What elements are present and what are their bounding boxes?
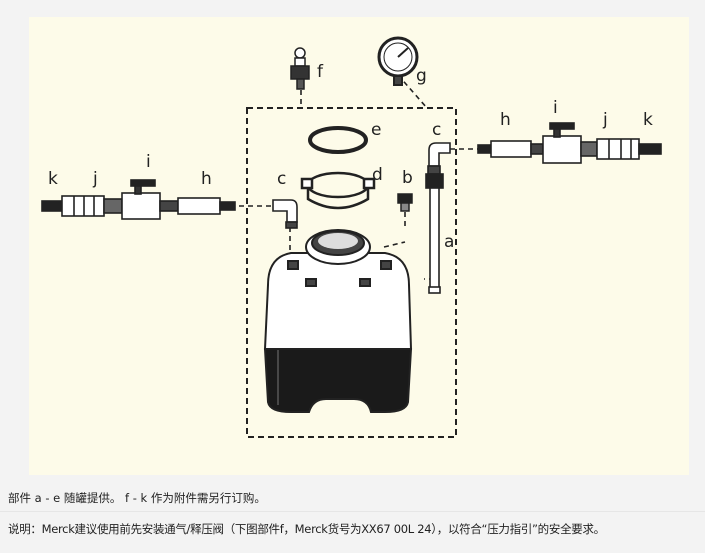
label-b: b [402,168,413,188]
label-k-left: k [48,169,58,189]
diagram-svg: f g e d b a c c k j i h h i j k [41,36,662,438]
hose-nipple-k-right [638,143,662,155]
hose-h-left [177,197,221,215]
label-h-right: h [500,110,511,130]
dip-tube-a [425,173,444,294]
relief-valve-f [290,47,310,90]
label-a: a [444,232,454,252]
clamp-ring-d [300,171,376,210]
pressure-gauge-g [377,36,419,86]
assembly-outline [246,107,457,438]
label-g: g [416,66,427,86]
elbow-fitting-c-left [272,199,298,229]
label-e: e [371,120,381,140]
label-i-right: i [553,98,558,118]
hose-h-right [490,140,532,158]
label-f: f [317,62,324,82]
divider [0,511,705,512]
caption-safety-note: 说明：Merck建议使用前先安装通气/释压阀（下图部件f，Merck货号为XX6… [8,522,605,536]
label-c-right: c [432,120,441,140]
quick-coupler-j-right [596,138,640,160]
canister-body [263,229,413,413]
fitting-chain-right [477,122,662,164]
o-ring-e [308,126,368,154]
fitting-chain-left [41,179,236,220]
caption-supplied-parts: 部件 a - e 随罐提供。 f - k 作为附件需另行订购。 [8,491,266,505]
plug-b [397,193,413,212]
elbow-fitting-c-right [427,142,451,175]
label-i-left: i [146,152,151,172]
label-d: d [372,165,383,185]
ball-valve-i-right [542,135,582,164]
ball-valve-i-left [121,192,161,220]
label-h-left: h [201,169,212,189]
label-k-right: k [643,110,653,130]
hose-nipple-k-left [41,200,63,212]
label-j-right: j [602,110,608,130]
canister-parts-diagram: f g e d b a c c k j i h h i j k [29,17,689,475]
label-j-left: j [92,169,98,189]
quick-coupler-j-left [61,195,105,217]
label-c-left: c [277,169,286,189]
